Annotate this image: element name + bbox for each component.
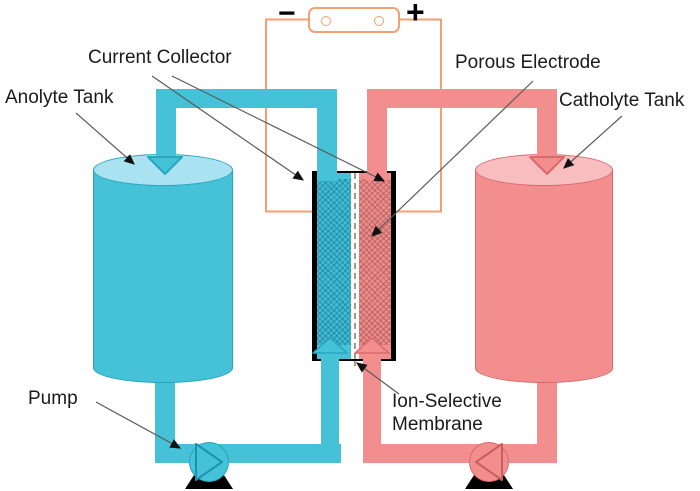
cell-stack: [312, 171, 396, 361]
catholyte-tank-lid: [475, 154, 613, 186]
porous-electrode-negative: [317, 173, 351, 359]
label-pump: Pump: [28, 388, 78, 409]
catholyte-return-pipe-top: [367, 89, 557, 108]
positive-terminal-sign: +: [406, 0, 425, 30]
negative-terminal-sign: −: [278, 0, 296, 30]
anolyte-tank: [93, 170, 233, 383]
label-catholyte-tank: Catholyte Tank: [559, 90, 685, 111]
membrane-dash-line: [354, 361, 356, 366]
anolyte-supply-pipe-bottom: [155, 444, 341, 463]
anolyte-tank-lid: [93, 154, 233, 186]
wire-negative: [265, 18, 313, 213]
label-ion-selective-line2: Membrane: [392, 414, 483, 435]
anolyte-return-pipe-top: [156, 89, 337, 108]
label-porous-electrode: Porous Electrode: [455, 52, 601, 73]
battery-terminal-port-negative: [321, 16, 331, 26]
cell-inlet-pipe-positive: [363, 350, 381, 463]
catholyte-tank-inlet-pipe: [537, 89, 557, 158]
label-ion-selective-line1: Ion-Selective: [392, 391, 502, 412]
anolyte-tank-inlet-pipe: [156, 89, 176, 158]
label-current-collector: Current Collector: [88, 47, 232, 68]
electrode-texture: [317, 179, 351, 345]
current-collector-left: [312, 171, 317, 361]
ion-selective-membrane: [351, 173, 359, 359]
catholyte-supply-pipe-bottom: [363, 444, 557, 463]
catholyte-tank: [475, 170, 613, 383]
anolyte-pump: [189, 442, 229, 482]
battery-terminal-port-positive: [374, 16, 384, 26]
catholyte-pump: [469, 442, 509, 482]
cell-outlet-pipe-negative: [317, 89, 337, 181]
label-ion-selective-membrane: Ion-Selective Membrane: [392, 390, 502, 436]
wire-positive: [395, 18, 442, 213]
label-anolyte-tank: Anolyte Tank: [5, 87, 114, 108]
electrode-texture: [359, 179, 391, 345]
current-collector-right: [391, 171, 396, 361]
cell-inlet-pipe-negative: [321, 350, 339, 463]
cell-outlet-pipe-positive: [367, 89, 387, 181]
cell-bottom-edge: [317, 359, 391, 361]
membrane-dash-line: [354, 173, 356, 359]
porous-electrode-positive: [359, 173, 391, 359]
membrane-bottom-tab: [351, 361, 359, 366]
battery-symbol: − +: [278, 0, 425, 33]
catholyte-outlet-pipe: [537, 368, 557, 463]
